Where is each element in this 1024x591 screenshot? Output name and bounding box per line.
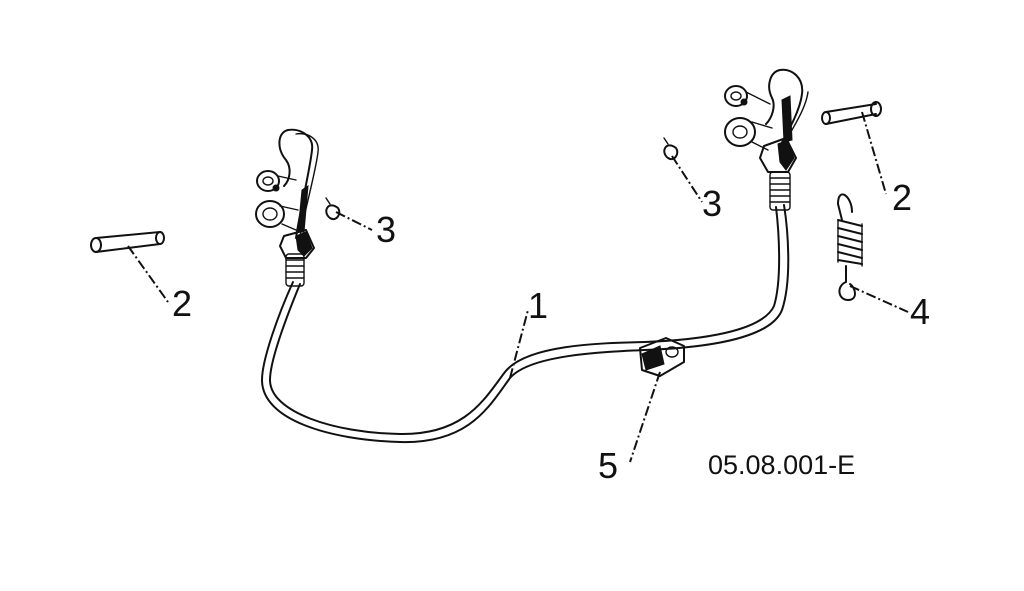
leader-pin-left	[127, 245, 169, 303]
callout-cable-clamp: 5	[598, 445, 618, 486]
leader-cable	[509, 309, 529, 379]
callout-pin-left: 2	[172, 283, 192, 324]
leader-cable-clamp	[629, 371, 661, 463]
leader-clip-left	[335, 211, 373, 231]
leader-pin-right	[861, 111, 887, 195]
callout-pin-right: 2	[892, 177, 912, 218]
right-bracket-assembly	[724, 68, 809, 211]
leader-clip-right	[671, 155, 703, 203]
clip-left	[325, 197, 341, 220]
pin-right	[821, 101, 882, 125]
callout-spring: 4	[910, 291, 930, 332]
spring	[837, 193, 863, 301]
right-threaded-ferrule	[769, 171, 791, 211]
drawing-code: 05.08.001-E	[708, 450, 855, 480]
left-bracket-assembly	[255, 128, 319, 287]
leader-spring	[849, 285, 909, 313]
cable	[261, 204, 790, 444]
callout-clip-left: 3	[376, 209, 396, 250]
callout-cable: 1	[528, 285, 548, 326]
cable-clamp	[639, 337, 685, 377]
clip-right	[663, 137, 679, 160]
pin-left	[90, 231, 165, 253]
callout-clip-right: 3	[702, 183, 722, 224]
left-threaded-ferrule	[285, 253, 305, 287]
